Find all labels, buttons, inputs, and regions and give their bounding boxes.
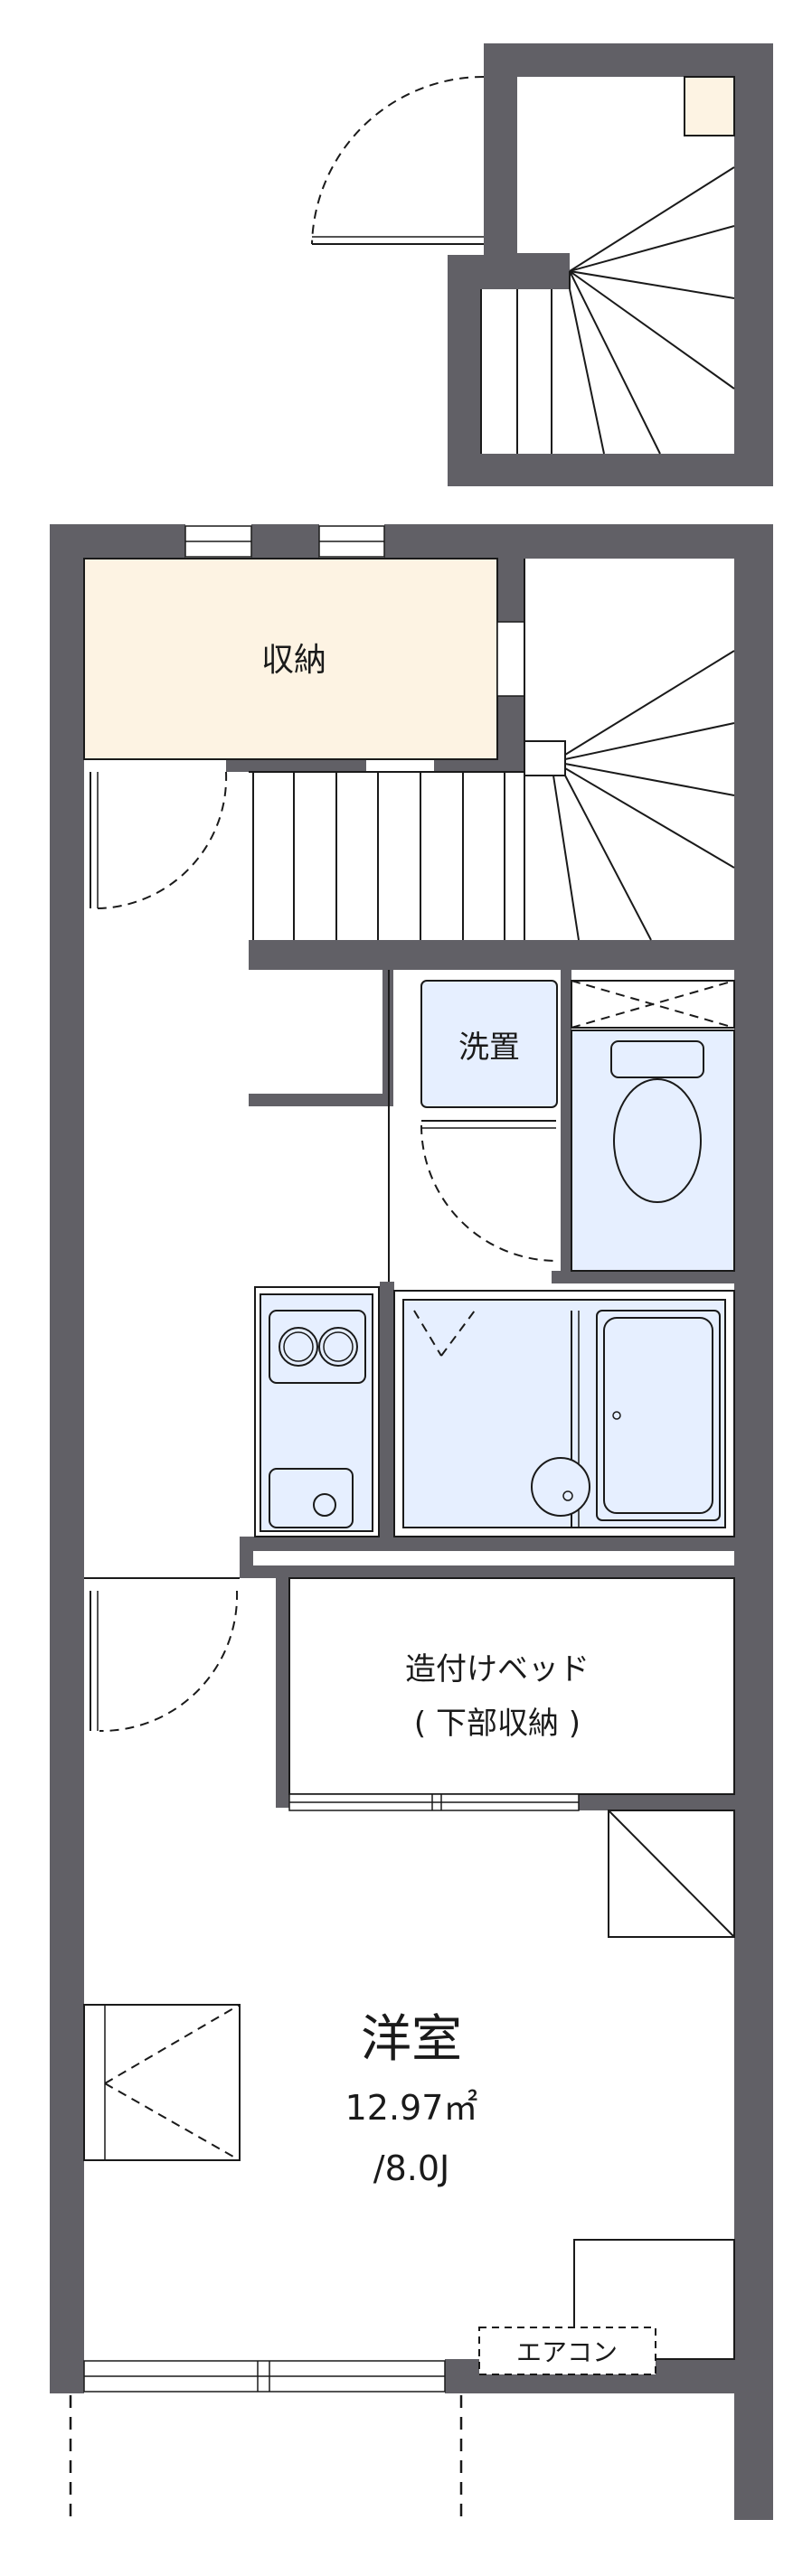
wall-bed-left — [276, 1565, 289, 1808]
wall-bed-top — [240, 1565, 773, 1578]
stair-newel — [524, 740, 566, 776]
burner-right-inner — [323, 1331, 354, 1362]
sink — [269, 1468, 354, 1528]
bathtub-inner — [603, 1317, 713, 1514]
wall-storage-bottom — [226, 759, 366, 772]
sink-drain — [313, 1493, 336, 1517]
storage-label: 収納 — [261, 642, 326, 679]
wall-bottom-left — [50, 2359, 84, 2393]
washbasin-drain — [562, 1490, 573, 1501]
loft-wall-left-lower — [448, 258, 481, 486]
main-stairs — [249, 559, 735, 941]
loft-stair-3 — [569, 270, 735, 390]
wall-right — [734, 524, 773, 2520]
wall-storage-right-2 — [497, 696, 524, 772]
aircon-unit — [478, 2327, 656, 2375]
room-door-swing — [99, 1590, 239, 1733]
loft-stair-10 — [569, 270, 735, 299]
closet-x-2 — [571, 980, 735, 1029]
burner-left — [279, 1327, 318, 1367]
wall-top-mid — [251, 524, 319, 559]
built-in-bed: 造付けベッド ( 下部収納 ) — [288, 1577, 735, 1811]
spiral-5 — [552, 775, 580, 941]
loft-stair-6 — [569, 288, 605, 455]
wall-bath-bottom — [240, 1537, 773, 1551]
washroom-door-swing — [420, 1124, 557, 1262]
wall-hall-stub — [249, 1094, 393, 1106]
wall-toilet-bottom — [552, 1271, 773, 1283]
wall-toilet-left — [561, 970, 571, 1282]
area-jo-label: /8.0J — [373, 2148, 449, 2188]
wall-bed-bottom — [579, 1794, 773, 1810]
bathtub-drain — [612, 1411, 621, 1420]
loft-wall-bottom — [448, 454, 773, 486]
loft-wall-top — [484, 43, 773, 77]
spiral-3 — [564, 767, 735, 869]
spiral-6 — [564, 763, 735, 796]
upper-loft — [311, 43, 773, 486]
burner-left-inner — [283, 1331, 314, 1362]
windows — [69, 525, 463, 2522]
area-sqm-label: 12.97㎡ — [345, 2088, 478, 2128]
bathroom — [393, 1290, 735, 1537]
main-walls — [50, 524, 773, 2520]
western-room: 洋室 12.97㎡ /8.0J エアコン — [83, 1810, 735, 2375]
wall-bath-left — [380, 1282, 394, 1551]
room-door — [84, 1577, 240, 1733]
wall-storage-right — [497, 559, 524, 622]
aircon-label: エアコン — [516, 2337, 618, 2367]
loft-stair-2 — [569, 225, 735, 272]
toilet-bowl — [613, 1078, 702, 1203]
loft-wall-right — [734, 43, 773, 486]
spiral-1 — [564, 650, 735, 756]
wall-left — [50, 524, 84, 2393]
loft-stair-1 — [569, 166, 735, 272]
western-room-label: 洋室 — [361, 2010, 462, 2069]
wall-stair-bottom — [249, 940, 773, 970]
kitchen — [254, 1286, 380, 1537]
spiral-4 — [564, 775, 652, 941]
bath-door-v1 — [413, 1310, 442, 1357]
storage-room: 収納 — [83, 558, 525, 909]
burner-right — [318, 1327, 358, 1367]
hallway: 洗置 — [388, 970, 735, 1282]
left-cabinet — [83, 2004, 241, 2161]
loft-wall-post — [517, 253, 570, 289]
loft-wall-left-upper — [484, 43, 517, 256]
wardrobe-diag — [608, 1810, 735, 1938]
toilet-tank — [610, 1040, 704, 1078]
wall-kitchen-corner — [240, 1537, 253, 1568]
loft-door-swing — [311, 76, 485, 245]
storage-door-swing — [97, 771, 228, 909]
toilet-room — [571, 1029, 735, 1272]
washbasin — [531, 1457, 590, 1517]
spiral-2 — [564, 722, 735, 760]
wall-top-right — [384, 524, 773, 559]
bath-door-v2 — [440, 1310, 476, 1357]
left-cabinet-dash-1 — [104, 2004, 241, 2084]
wall-top-left — [50, 524, 185, 559]
loft-stair-4 — [569, 270, 661, 455]
storage-window — [496, 621, 525, 697]
wall-balcony-post — [734, 2359, 773, 2520]
bed-label-line1: 造付けベッド — [405, 1651, 590, 1688]
washer-box — [420, 980, 558, 1108]
loft-hatch — [684, 76, 735, 136]
left-cabinet-dash-2 — [104, 2082, 241, 2161]
washer-label: 洗置 — [458, 1029, 520, 1066]
bed-area — [288, 1577, 735, 1795]
bed-label-line2: ( 下部収納 ) — [414, 1706, 581, 1742]
